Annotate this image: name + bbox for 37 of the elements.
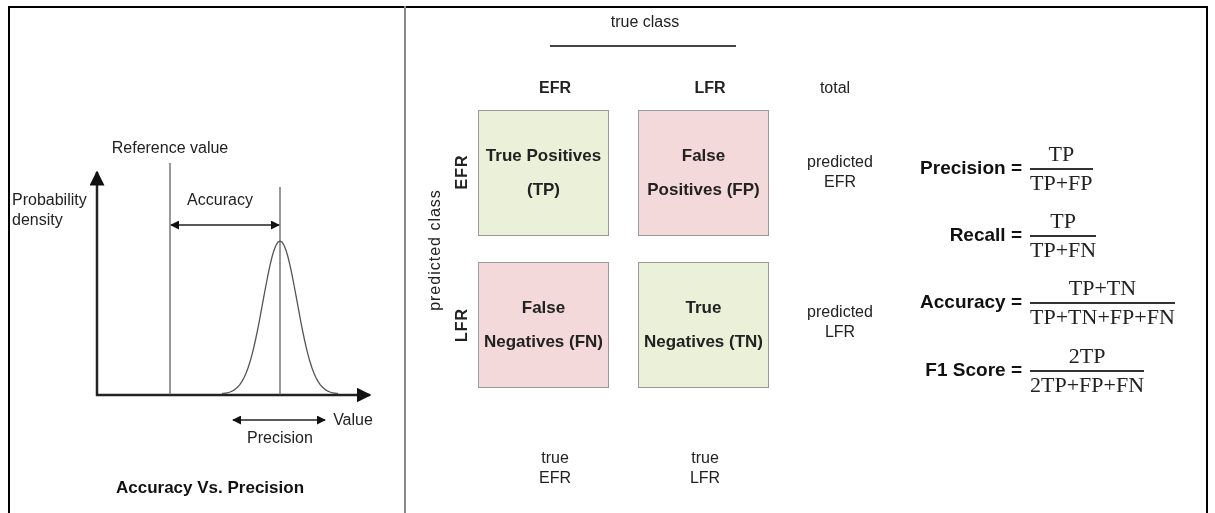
formula-name: F1 Score =	[925, 359, 1022, 381]
matrix-cell	[478, 262, 609, 388]
matrix-cell	[638, 262, 769, 388]
formula-name: Recall =	[949, 224, 1022, 246]
formula-denominator: 2TP+FP+FN	[1030, 370, 1145, 398]
matrix-cell	[638, 110, 769, 236]
chart-caption: Accuracy Vs. Precision	[114, 478, 305, 498]
formula-denominator: TP+FN	[1030, 235, 1097, 263]
axis-title: true class	[609, 12, 681, 32]
row-total-label: predicted LFR	[806, 302, 874, 342]
dimension-label: Precision	[246, 428, 314, 448]
formula-denominator: TP+TN+FP+FN	[1030, 302, 1175, 330]
formula-numerator: 2TP	[1067, 343, 1107, 369]
column-header: EFR	[538, 78, 572, 98]
column-header: total	[818, 78, 852, 98]
cell-text: True Negatives (TN)	[643, 297, 764, 353]
axis-label: Probability density	[12, 190, 88, 230]
formula-denominator: TP+FP	[1030, 168, 1093, 196]
cell-text: True Positives (TP)	[484, 145, 603, 201]
dimension-label: Accuracy	[186, 190, 254, 210]
formula-numerator: TP	[1049, 208, 1077, 234]
cell-text: False Positives (FP)	[646, 145, 761, 201]
column-header: LFR	[693, 78, 727, 98]
column-total-label: true EFR	[538, 448, 572, 488]
formula-numerator: TP+TN	[1067, 275, 1138, 301]
axis-title: predicted class	[425, 188, 444, 313]
row-header: EFR	[452, 153, 471, 192]
row-total-label: predicted EFR	[806, 152, 874, 192]
formula-numerator: TP	[1047, 141, 1076, 167]
column-total-label: true LFR	[688, 448, 722, 488]
formula-name: Precision =	[920, 157, 1022, 179]
matrix-cell	[478, 110, 609, 236]
axis-label: Reference value	[110, 138, 230, 158]
formula-name: Accuracy =	[920, 291, 1022, 313]
row-header: LFR	[452, 306, 471, 345]
cell-text: False Negatives (FN)	[483, 297, 604, 353]
axis-label: Value	[332, 410, 374, 430]
